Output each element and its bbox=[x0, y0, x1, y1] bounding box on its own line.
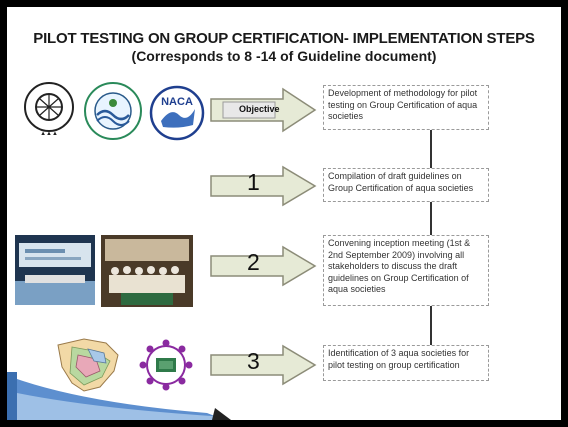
connector-line bbox=[430, 130, 432, 168]
india-map-image bbox=[54, 337, 122, 398]
slide-subtitle: (Corresponds to 8 -14 of Guideline docum… bbox=[131, 48, 437, 64]
naca-logo-icon: NACA bbox=[149, 85, 205, 146]
step-objective-text: Development of methodology for pilot tes… bbox=[323, 85, 489, 130]
step-1-text: Compilation of draft guidelines on Group… bbox=[323, 168, 489, 202]
meeting-photo-group bbox=[101, 235, 193, 312]
objective-label: Objective bbox=[239, 104, 280, 114]
objective-arrow bbox=[209, 87, 317, 133]
svg-text:NACA: NACA bbox=[161, 96, 193, 108]
connector-line bbox=[430, 202, 432, 235]
svg-text:▲▲▲: ▲▲▲ bbox=[40, 131, 58, 137]
step-1-number: 1 bbox=[247, 169, 260, 195]
meeting-photo-stage bbox=[15, 235, 95, 310]
step-3-text: Identification of 3 aqua societies for p… bbox=[323, 345, 489, 381]
agency-seal-icon bbox=[83, 81, 143, 146]
step-2-text: Convening inception meeting (1st & 2nd S… bbox=[323, 235, 489, 306]
slide-title: PILOT TESTING ON GROUP CERTIFICATION- IM… bbox=[33, 30, 535, 47]
connector-line bbox=[430, 306, 432, 345]
slide: PILOT TESTING ON GROUP CERTIFICATION- IM… bbox=[7, 7, 561, 420]
step-3-number: 3 bbox=[247, 348, 260, 374]
step-3-arrow bbox=[209, 344, 317, 386]
step-2-number: 2 bbox=[247, 249, 260, 275]
society-logo-icon bbox=[137, 337, 195, 398]
step-2-arrow bbox=[209, 245, 317, 287]
step-1-arrow bbox=[209, 165, 317, 207]
ministry-seal-icon: ▲▲▲ bbox=[23, 81, 75, 142]
